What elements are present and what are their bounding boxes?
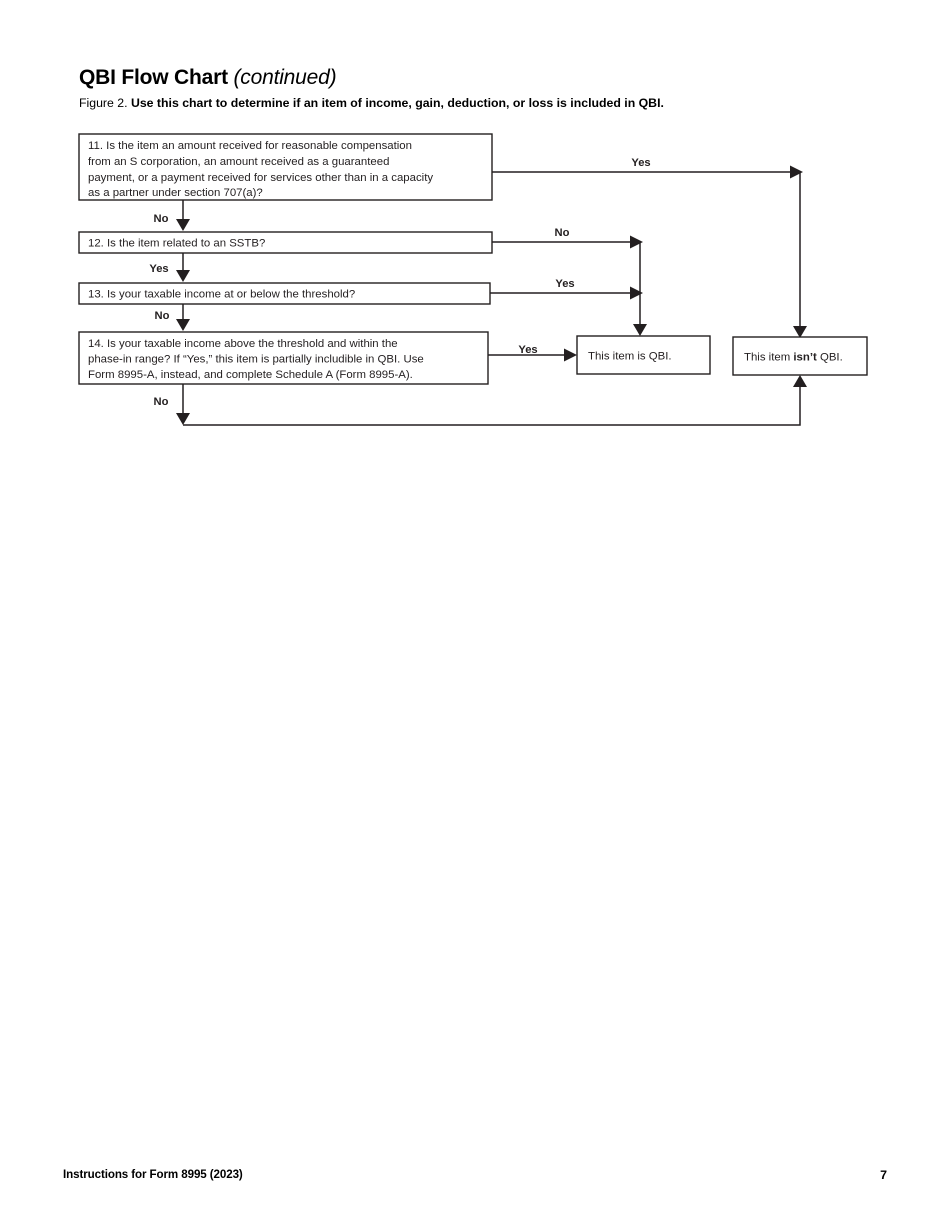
edge-q12-no [492,235,647,336]
flow-node-11-line-3: payment, or a payment received for servi… [88,172,433,184]
edge-label-q11-yes: Yes [631,157,650,169]
flow-node-question-11[interactable]: 11. Is the item an amount received for r… [78,133,493,201]
flow-node-11-line-2: from an S corporation, an amount receive… [88,156,389,168]
flow-node-isnt-qbi-border [732,336,868,376]
edge-label-q12-yes: Yes [149,263,168,275]
flow-node-11-line-4: as a partner under section 707(a)? [88,187,263,199]
edge-label-q13-no: No [155,310,170,322]
edge-q12-yes [176,253,190,282]
flow-node-14-line-2: phase-in range? If “Yes,” this item is p… [88,354,424,366]
flow-node-is-qbi-border [576,335,711,375]
edge-q11-no [176,200,190,231]
page-title-continued: (continued) [233,66,337,89]
edge-q14-no [176,375,807,426]
flow-node-result-is-qbi[interactable]: This item is QBI. [576,335,711,375]
flow-node-13-border [78,282,491,305]
arrowhead-down [176,270,190,282]
arrowhead-right [630,235,643,249]
figure-caption-lead: Figure 2. [79,96,128,111]
flow-node-12-line-1: 12. Is the item related to an SSTB? [88,238,265,250]
page-title: QBI Flow Chart (continued) [79,66,869,90]
flow-node-11-border [78,133,493,201]
flow-node-11-line-1: 11. Is the item an amount received for r… [88,140,412,152]
flow-node-12-border [78,231,493,254]
arrowhead-down [176,219,190,231]
arrowhead-right [564,348,577,362]
arrowhead-up [793,375,807,387]
edge-label-q11-no: No [154,213,169,225]
figure-caption: Figure 2. Use this chart to determine if… [79,96,869,111]
flow-node-is-qbi-label: This item is QBI. [588,351,672,363]
flow-node-14-border [78,331,489,385]
flow-node-14-line-3: Form 8995-A, instead, and complete Sched… [88,369,413,381]
arrowhead-down [176,413,190,425]
page-title-main: QBI Flow Chart [79,66,228,89]
flow-node-isnt-qbi-label-pre: This item [744,352,793,364]
edge-label-q14-no: No [154,396,169,408]
flow-node-result-isnt-qbi[interactable]: This item isn’t QBI. [732,336,868,376]
flow-node-question-12[interactable]: 12. Is the item related to an SSTB? [78,231,493,254]
arrowhead-down [793,326,807,338]
flow-node-question-14[interactable]: 14. Is your taxable income above the thr… [78,331,489,385]
arrowhead-right [630,286,643,300]
flow-node-13-line-1: 13. Is your taxable income at or below t… [88,289,355,301]
edge-q13-yes [490,286,643,300]
arrowhead-down [633,324,647,336]
edge-label-q12-no: No [555,227,570,239]
edge-q14-yes [488,348,577,362]
edge-label-q13-yes: Yes [555,278,574,290]
page-footer: Instructions for Form 8995 (2023) 7 [63,1168,887,1188]
arrowhead-right [790,165,803,179]
edge-label-q14-yes: Yes [518,344,537,356]
arrowhead-down [176,319,190,331]
flow-node-14-line-1: 14. Is your taxable income above the thr… [88,338,398,350]
flow-node-question-13[interactable]: 13. Is your taxable income at or below t… [78,282,491,305]
flow-node-isnt-qbi-label: This item isn’t QBI. [744,352,843,364]
document-header: QBI Flow Chart (continued) Figure 2. Use… [79,66,869,111]
figure-caption-bold: Use this chart to determine if an item o… [130,96,664,111]
flow-node-isnt-qbi-label-post: QBI. [817,352,843,364]
edge-q11-yes [492,165,807,338]
flow-node-isnt-qbi-label-bold: isn’t [793,352,817,364]
footer-document-title: Instructions for Form 8995 (2023) [63,1168,243,1181]
footer-page-number: 7 [880,1168,887,1182]
edge-q13-no [176,304,190,331]
